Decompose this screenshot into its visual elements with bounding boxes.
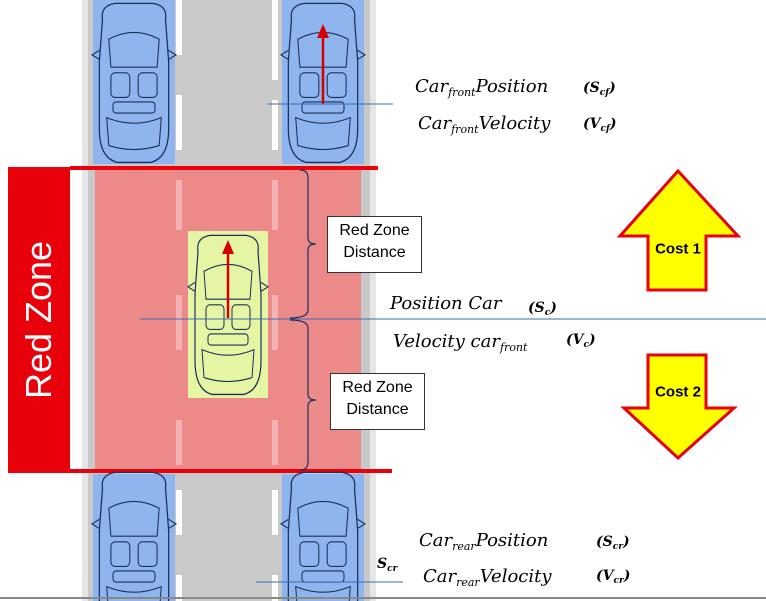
front-position-label: CarfrontPosition	[415, 76, 549, 99]
rear-position-label: CarrearPosition	[419, 530, 549, 553]
center-velocity-symbol: (Vc)	[566, 332, 596, 350]
center-velocity-label: Velocity carfront	[393, 331, 528, 354]
red-zone-brace-bottom	[289, 319, 317, 471]
rear-velocity-label: CarrearVelocity	[423, 566, 552, 589]
road-edge-right	[370, 0, 376, 601]
red-zone-distance-top-line2: Distance	[343, 244, 406, 261]
car-rear-left-highlight	[93, 474, 175, 601]
center-position-label: Position Car	[390, 293, 502, 314]
car-rear-right-highlight	[282, 474, 364, 601]
lane-markers	[176, 0, 278, 601]
red-zone-distance-bottom-line2: Distance	[346, 401, 409, 418]
rear-velocity-symbol: (Vcr)	[596, 568, 631, 586]
front-velocity-label: CarfrontVelocity	[418, 113, 551, 136]
rear-side-symbol: Scr	[377, 556, 398, 574]
cost-2-arrow	[620, 353, 738, 461]
red-zone-distance-box-top: Red Zone Distance	[327, 216, 422, 273]
center-position-symbol: (Sc)	[528, 300, 557, 318]
red-zone-lane-markers	[176, 180, 278, 465]
car-front-left-highlight	[93, 0, 175, 164]
red-zone-distance-top-line1: Red Zone	[339, 222, 410, 239]
road-edge-left	[82, 0, 88, 601]
front-velocity-symbol: (Vcf)	[583, 116, 617, 134]
red-zone-label: Red Zone	[18, 240, 59, 400]
rear-position-symbol: (Scr)	[596, 534, 630, 552]
red-zone-distance-box-bottom: Red Zone Distance	[330, 373, 425, 430]
red-zone-distance-bottom-line1: Red Zone	[342, 379, 413, 396]
red-zone-brace-top	[289, 169, 317, 319]
cost-2-label: Cost 2	[655, 383, 701, 401]
cost-1-arrow	[616, 168, 742, 292]
red-zone-tab	[8, 167, 70, 473]
cost-1-label: Cost 1	[655, 240, 701, 258]
front-position-symbol: (Scf)	[583, 80, 616, 98]
